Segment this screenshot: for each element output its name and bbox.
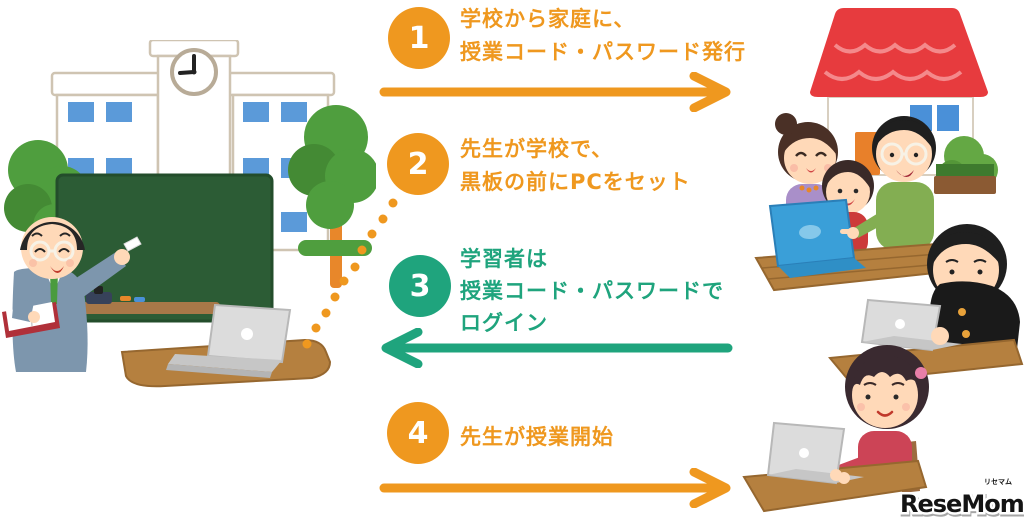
hair-clip-icon — [915, 367, 927, 379]
step-2-number: 2 — [407, 146, 429, 182]
dotted-connector-line — [302, 198, 398, 349]
student-girl-illustration — [742, 345, 929, 513]
step-4-number: 4 — [407, 415, 429, 451]
step-1-arrow-right — [379, 72, 731, 112]
teacher-with-book-icon — [2, 217, 142, 372]
step-1-number: 1 — [408, 20, 430, 56]
step-4-badge: 4 — [387, 402, 449, 464]
student-boy-illustration — [828, 224, 1024, 384]
step-4-line-1: 先生が授業開始 — [460, 425, 614, 449]
step-1-badge: 1 — [388, 7, 450, 69]
school-scene-illustration — [2, 40, 376, 388]
resemom-logo-ruby: リセマム — [984, 478, 1012, 486]
bush-planter-icon — [934, 136, 998, 194]
step-2-label: 先生が学校で、 黒板の前にPCをセット — [460, 133, 691, 199]
step-3-line-3: ログイン — [460, 311, 548, 335]
step-1-line-1: 学校から家庭に、 — [460, 7, 636, 31]
step-4-arrow-right — [379, 468, 731, 508]
blackboard-icon — [55, 173, 274, 323]
step-2-line-2: 黒板の前にPCをセット — [460, 170, 691, 194]
step-3-number: 3 — [409, 268, 431, 304]
step-3-badge: 3 — [389, 255, 451, 317]
step-2-line-1: 先生が学校で、 — [460, 137, 614, 161]
step-4-label: 先生が授業開始 — [460, 421, 614, 454]
laptop-icon — [860, 298, 962, 352]
pointing-hand-icon — [840, 212, 884, 239]
step-3-arrow-left — [381, 328, 733, 368]
step-3-line-1: 学習者は — [460, 247, 548, 271]
hand-icon — [931, 327, 949, 345]
clock-icon — [170, 48, 218, 96]
step-1-line-2: 授業コード・パスワード発行 — [460, 40, 746, 64]
laptop-icon — [166, 303, 292, 378]
resemom-logo-text: ReseMom. — [900, 490, 1024, 518]
step-2-badge: 2 — [387, 133, 449, 195]
step-3-label: 学習者は 授業コード・パスワードで ログイン — [460, 243, 724, 339]
tree-icon — [288, 105, 376, 288]
blue-laptop-icon — [768, 198, 866, 278]
resemom-logo: ReseMom. リセマム — [898, 477, 1024, 521]
step-3-line-2: 授業コード・パスワードで — [460, 279, 724, 303]
hand-icon — [838, 472, 850, 484]
chalk-icon — [123, 236, 142, 252]
step-1-label: 学校から家庭に、 授業コード・パスワード発行 — [460, 3, 746, 69]
father-icon — [872, 116, 936, 250]
